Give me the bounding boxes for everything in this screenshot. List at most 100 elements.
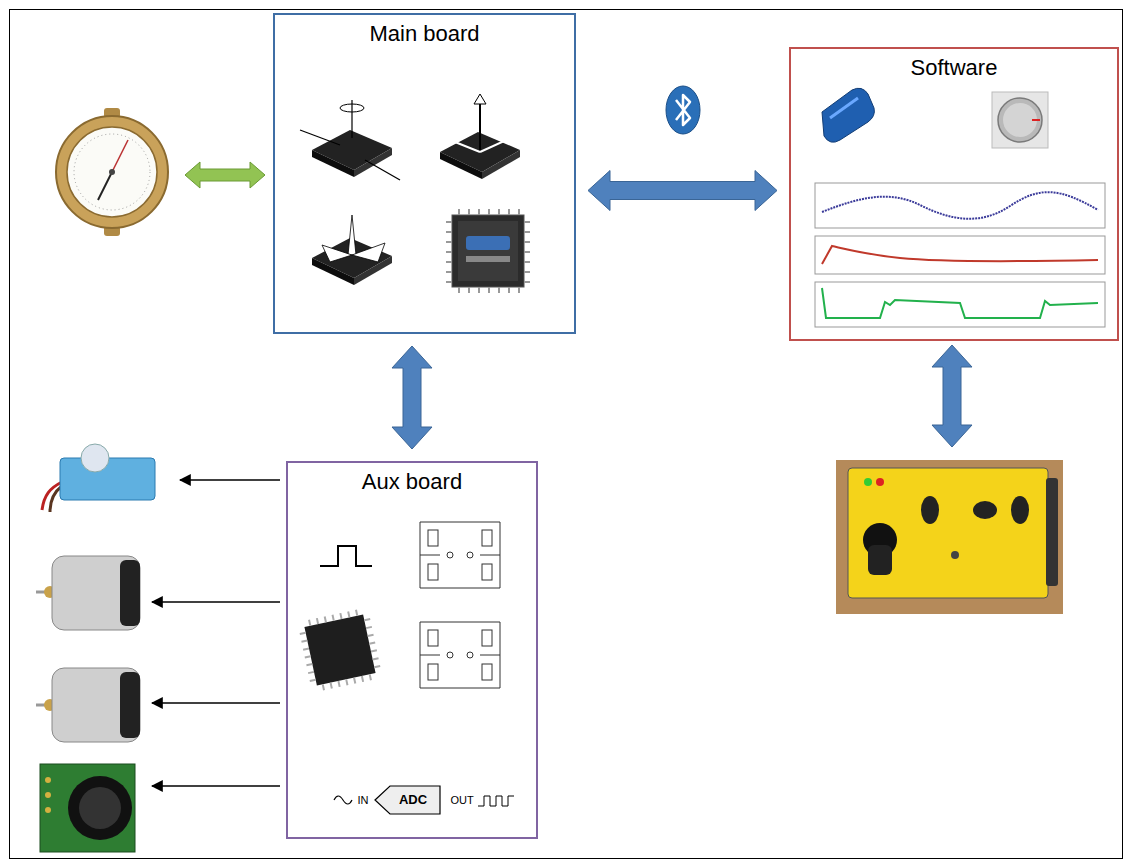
accelerometer-chip <box>474 94 486 104</box>
converter-name: ADC <box>399 793 427 808</box>
h-bridge-symbol <box>428 564 438 580</box>
bluetooth-icon <box>666 86 700 134</box>
knob-picture <box>1003 103 1037 137</box>
h-bridge-symbol <box>447 652 453 658</box>
microcontroller-chip <box>304 614 375 685</box>
servo-picture <box>81 444 109 472</box>
ultrasonic-sensor-picture <box>40 764 135 852</box>
ultrasonic-sensor-picture <box>45 792 51 798</box>
accelerometer-chip <box>480 136 515 152</box>
magnetometer-chip <box>322 245 352 262</box>
motor-picture <box>36 668 140 742</box>
bluetooth-icon <box>676 95 690 125</box>
control-box-picture <box>973 501 997 519</box>
knob-picture <box>992 92 1048 148</box>
h-bridge-symbol <box>482 630 492 646</box>
h-bridge-symbol <box>467 652 473 658</box>
ultrasonic-sensor-picture <box>68 776 132 840</box>
h-bridge-symbol <box>467 552 473 558</box>
barometer-picture <box>56 116 168 228</box>
box-title: Aux board <box>288 463 536 495</box>
microcontroller-chip <box>446 209 530 293</box>
motor-picture <box>120 560 140 626</box>
magnetometer-chip <box>348 215 356 255</box>
h-bridge-symbol <box>428 630 438 646</box>
control-box-picture <box>876 478 884 486</box>
link-arrow <box>185 162 265 188</box>
output-lines <box>152 480 280 786</box>
outer-frame <box>10 10 1123 859</box>
magnetometer-chip <box>312 258 354 285</box>
link-arrow <box>588 171 777 211</box>
board-box: Main board <box>273 13 576 334</box>
control-box-picture <box>1011 496 1029 524</box>
motor-picture <box>36 556 140 630</box>
gyroscope-chip <box>351 100 352 138</box>
signal-name: OUT <box>450 794 473 807</box>
output-lines <box>152 702 280 704</box>
h-bridge-symbol <box>420 522 500 588</box>
microcontroller-chip <box>466 256 510 262</box>
output-lines <box>152 785 280 787</box>
h-bridge-symbol <box>482 664 492 680</box>
software-device-arrow <box>932 345 972 447</box>
control-box-picture <box>836 460 1063 614</box>
control-box-picture <box>868 545 892 575</box>
control-box-picture <box>951 551 959 559</box>
plot-panels <box>822 246 1098 264</box>
plot-panels <box>815 236 1105 274</box>
h-bridge-symbol <box>428 664 438 680</box>
motor-picture <box>120 672 140 738</box>
h-bridge-symbol <box>447 552 453 558</box>
barometer-picture <box>98 172 112 200</box>
barometer-picture <box>109 169 115 175</box>
h-bridge-symbol <box>420 622 500 688</box>
motor-picture <box>52 556 140 630</box>
box-title: Software <box>791 49 1117 81</box>
ultrasonic-sensor-picture <box>40 764 135 852</box>
bluetooth-dongle-picture <box>830 98 858 118</box>
plot-panels <box>822 288 1098 318</box>
control-box-picture <box>1046 478 1058 586</box>
output-lines <box>180 479 280 481</box>
bluetooth-dongle-picture <box>822 88 874 142</box>
knob-picture <box>998 98 1042 142</box>
microcontroller-chip <box>297 607 382 692</box>
gyroscope-chip <box>365 160 400 180</box>
gyroscope-chip <box>312 150 354 177</box>
motor-picture <box>52 668 140 742</box>
h-bridge-symbol <box>420 522 500 588</box>
accelerometer-chip <box>479 100 481 152</box>
link-arrow <box>185 162 265 188</box>
ultrasonic-sensor-picture <box>45 777 51 783</box>
link-arrow <box>392 346 432 449</box>
software-device-arrow <box>932 345 972 447</box>
adc-symbol <box>334 796 352 804</box>
plot-panels <box>815 282 1105 327</box>
h-bridge-symbol <box>482 530 492 546</box>
magnetometer-chip <box>312 215 392 285</box>
bluetooth-icon <box>666 86 700 134</box>
servo-picture <box>42 444 155 512</box>
gyroscope-chip <box>300 130 340 145</box>
control-box-picture <box>921 496 939 524</box>
plot-panels <box>815 183 1105 228</box>
square-wave-symbol <box>320 546 372 566</box>
box-title: Main board <box>275 15 574 47</box>
barometer-picture <box>67 127 157 217</box>
microcontroller-chip <box>297 607 382 692</box>
ultrasonic-sensor-picture <box>79 787 121 829</box>
magnetometer-chip <box>352 243 385 262</box>
gyroscope-chip <box>300 100 400 180</box>
square-wave-symbol <box>320 546 372 566</box>
h-bridge-symbol <box>482 564 492 580</box>
adc-symbol <box>375 786 440 814</box>
h-bridge-symbol <box>428 530 438 546</box>
software-box: Software <box>789 47 1119 341</box>
accelerometer-chip <box>440 94 520 179</box>
adc-symbol <box>478 796 514 806</box>
plot-panels <box>822 192 1098 219</box>
